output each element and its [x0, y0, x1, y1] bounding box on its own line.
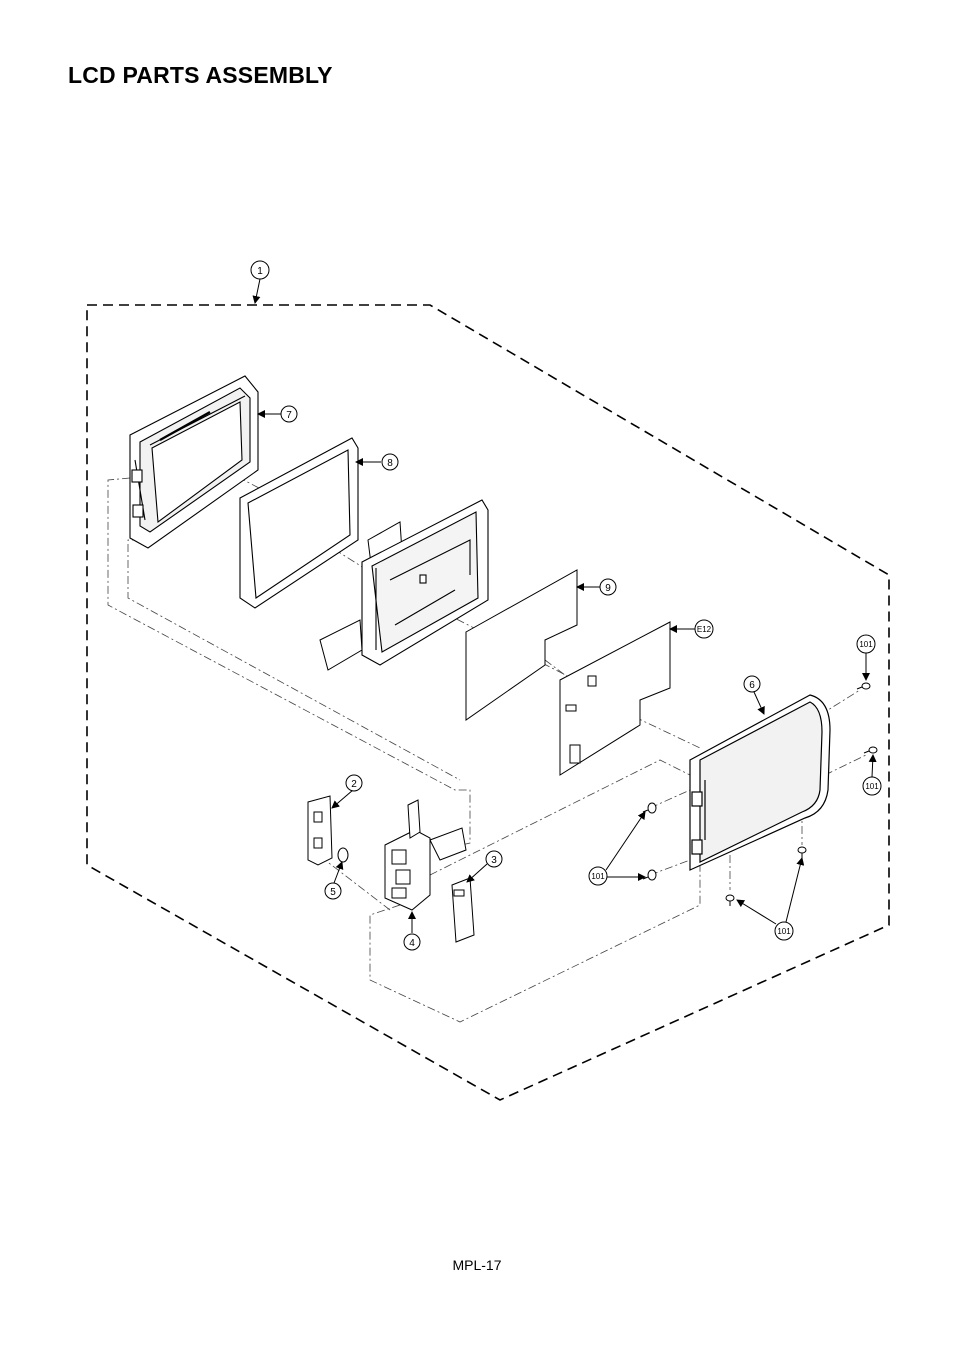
callout-7: 7 [280, 405, 298, 423]
svg-text:4: 4 [409, 938, 415, 949]
rear-cover-part [689, 694, 831, 871]
svg-text:1: 1 [257, 266, 263, 277]
sheet-part [465, 569, 578, 721]
callout-101-right: 101 [862, 776, 882, 796]
leader-lines [252, 278, 877, 933]
svg-text:101: 101 [859, 640, 873, 649]
callout-5: 5 [324, 882, 342, 900]
svg-text:7: 7 [286, 410, 292, 421]
callout-2: 2 [345, 774, 363, 792]
screw-part [856, 682, 871, 690]
washer-part [337, 847, 349, 863]
lcd-panel-sheet-part [239, 437, 359, 609]
page-number: MPL-17 [452, 1257, 502, 1273]
assembly-boundary [86, 304, 890, 1101]
circuit-board-part [559, 621, 671, 776]
callout-1: 1 [250, 260, 270, 280]
backlight-frame-part [361, 499, 489, 666]
hinge-cover-part [451, 877, 475, 943]
svg-text:5: 5 [330, 887, 336, 898]
svg-text:101: 101 [865, 782, 879, 791]
callout-8: 8 [381, 453, 399, 471]
screw-part [725, 894, 735, 906]
screw-part [863, 746, 878, 754]
screw-part [642, 802, 657, 814]
screw-part [642, 869, 657, 881]
callout-101-top-right: 101 [856, 634, 876, 654]
callout-9: 9 [599, 578, 617, 596]
svg-text:101: 101 [591, 872, 605, 881]
svg-text:2: 2 [351, 779, 357, 790]
screw-part [797, 846, 807, 858]
svg-text:3: 3 [491, 855, 497, 866]
svg-text:6: 6 [749, 680, 755, 691]
callout-3: 3 [485, 850, 503, 868]
hinge-assembly-part [384, 799, 467, 911]
callout-e12: E12 [694, 619, 714, 639]
svg-text:E12: E12 [697, 625, 712, 634]
callout-101-bottom: 101 [774, 921, 794, 941]
page-title: LCD PARTS ASSEMBLY [68, 62, 333, 88]
callout-6: 6 [743, 675, 761, 693]
hinge-bracket-part [307, 795, 333, 866]
callout-4: 4 [403, 933, 421, 951]
svg-text:9: 9 [605, 583, 611, 594]
lcd-front-frame-part [129, 375, 259, 549]
svg-text:8: 8 [387, 458, 393, 469]
svg-text:101: 101 [777, 927, 791, 936]
callout-101-left: 101 [588, 866, 608, 886]
